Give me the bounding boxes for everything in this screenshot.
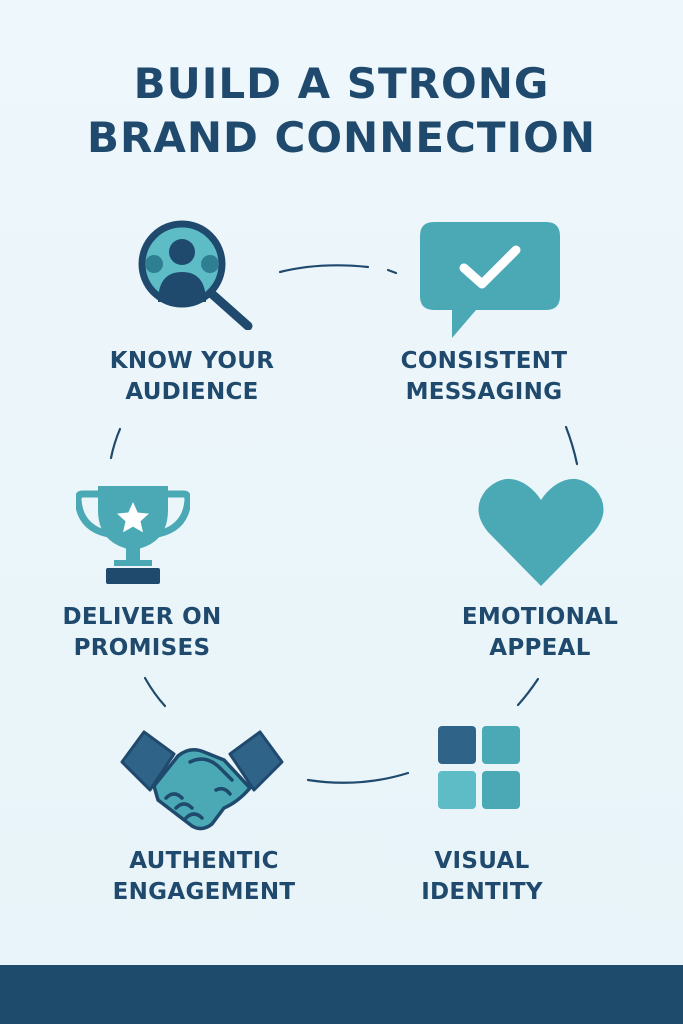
page-title-line-2: BRAND CONNECTION [87,113,596,162]
step-label-authentic-engagement: AUTHENTIC ENGAGEMENT [112,848,296,905]
trophy-star-icon [76,484,190,586]
connector-appeal-to-identity [516,677,540,707]
audience-search-icon [132,214,256,330]
connector-identity-to-engagement [306,771,410,784]
footer-bar [0,965,683,1024]
step-label-emotional-appeal: EMOTIONAL APPEAL [461,604,619,661]
connector-engagement-to-promises [143,676,167,708]
connector-promises-to-audience [109,427,122,460]
connector-audience-to-messaging-dash [386,268,398,275]
page-title-line-1: BUILD A STRONG [133,59,550,108]
step-label-deliver-on-promises: DELIVER ON PROMISES [62,604,222,661]
grid-squares-icon [438,726,522,812]
step-label-visual-identity: VISUAL IDENTITY [421,848,543,905]
step-label-consistent-messaging: CONSISTENT MESSAGING [400,348,568,405]
handshake-icon [120,728,284,832]
step-label-know-your-audience: KNOW YOUR AUDIENCE [109,348,275,405]
connector-audience-to-messaging [278,264,370,274]
message-check-icon [420,222,560,340]
heart-icon [478,476,604,588]
connector-messaging-to-appeal [564,425,579,466]
